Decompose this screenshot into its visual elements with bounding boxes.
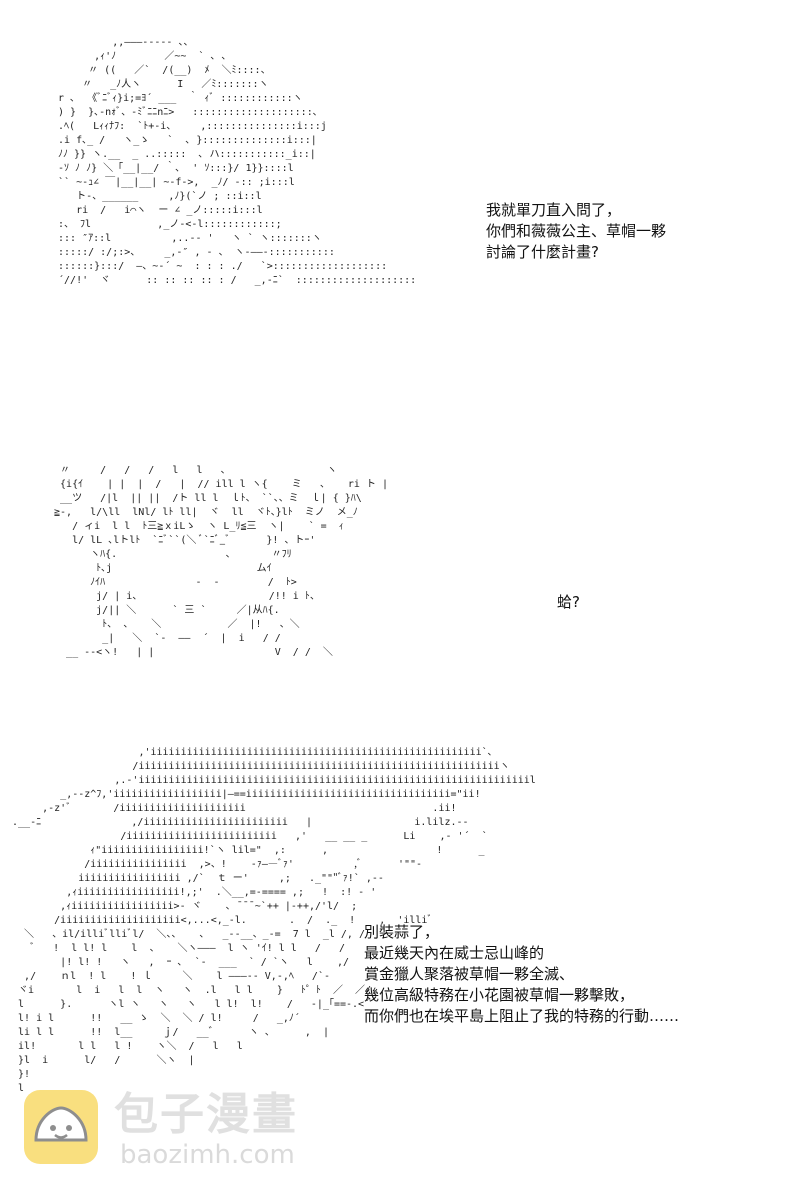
dialogue-text-3: 別裝蒜了， 最近幾天內在威士忌山峰的 賞金獵人聚落被草帽一夥全滅、 幾位高級特務… xyxy=(364,922,679,1027)
dialogue-line: 而你們也在埃平島上阻止了我的特務的行動…… xyxy=(364,1007,680,1025)
watermark: 包子漫畫 baozimh.com xyxy=(22,1088,322,1178)
dialogue-text-2: 蛤? xyxy=(557,592,580,613)
panel-1: ,,―――‐‐‐‐‐ 、、 ,ｨ'ﾉ ／~~ ` ､ ､ 〃 (( ／` /(_… xyxy=(0,0,800,440)
dialogue-line: 討論了什麼計畫? xyxy=(486,243,599,261)
ascii-art-character-3: ,'iiiiiiiiiiiiiiiiiiiiiiiiiiiiiiiiiiiiii… xyxy=(12,747,536,1094)
dialogue-line: 蛤? xyxy=(557,593,580,611)
dialogue-line: 賞金獵人聚落被草帽一夥全滅、 xyxy=(364,965,575,983)
panel-2: 〃 / / / l l 、 ヽ {i{ｲ | | | / | // ill l … xyxy=(0,440,800,740)
dialogue-line: 最近幾天內在威士忌山峰的 xyxy=(364,944,545,962)
ascii-art-character-2: 〃 / / / l l 、 ヽ {i{ｲ | | | / | // ill l … xyxy=(54,465,389,658)
dialogue-line: 我就單刀直入問了， xyxy=(486,201,622,219)
panel-3: ,'iiiiiiiiiiiiiiiiiiiiiiiiiiiiiiiiiiiiii… xyxy=(0,740,800,1200)
dialogue-line: 你們和薇薇公主、草帽一夥 xyxy=(486,222,667,240)
watermark-title: 包子漫畫 xyxy=(114,1089,298,1140)
ascii-art-character-1: ,,―――‐‐‐‐‐ 、、 ,ｨ'ﾉ ／~~ ` ､ ､ 〃 (( ／` /(_… xyxy=(58,37,417,286)
watermark-url: baozimh.com xyxy=(120,1140,295,1170)
bun-mascot-icon xyxy=(24,1090,98,1164)
dialogue-line: 幾位高級特務在小花園被草帽一夥擊敗， xyxy=(364,986,635,1004)
dialogue-text-1: 我就單刀直入問了， 你們和薇薇公主、草帽一夥 討論了什麼計畫? xyxy=(486,200,666,263)
dialogue-line: 別裝蒜了， xyxy=(364,923,440,941)
